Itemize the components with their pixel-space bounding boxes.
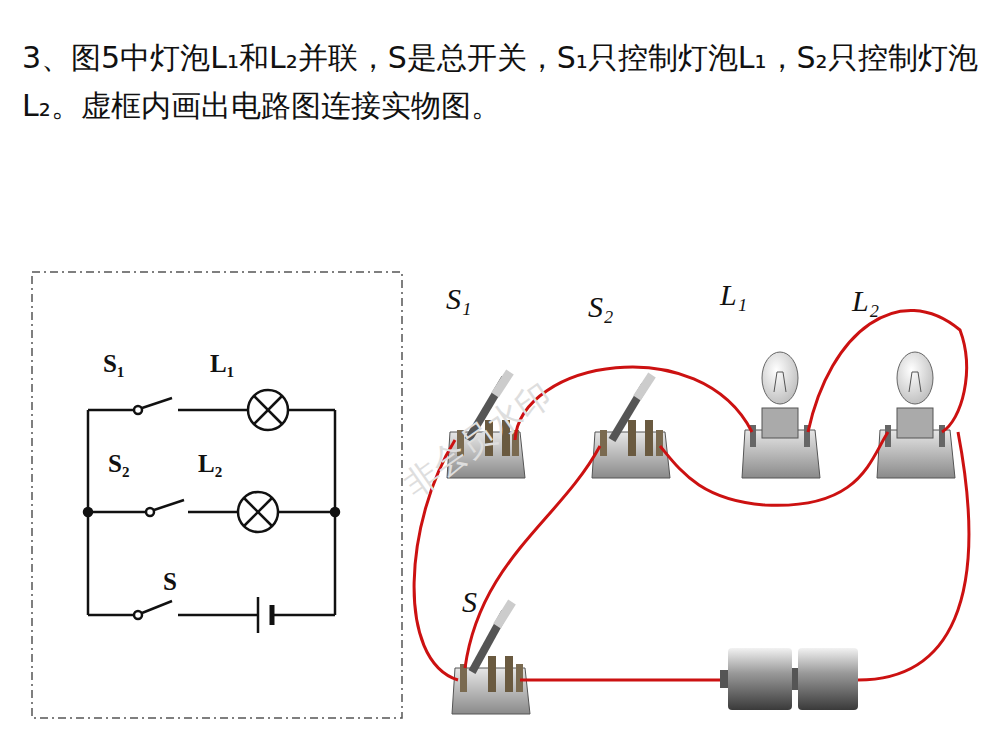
- watermark: 非会员水印: [395, 372, 561, 507]
- lamp-label: L₁: [210, 350, 234, 378]
- lamp-label: L₂: [198, 450, 222, 478]
- switch-label: S₁: [446, 282, 471, 316]
- title-box: 3、图5中灯泡L₁和L₂并联，S是总开关，S₁只控制灯泡L₁，S₂只控制灯泡L₂…: [22, 34, 982, 130]
- switch-label: S₂: [588, 290, 613, 324]
- switch-label: S: [163, 568, 177, 596]
- dashed-frame: [32, 272, 402, 718]
- switch-label: S₂: [108, 450, 129, 478]
- question-title: 3、图5中灯泡L₁和L₂并联，S是总开关，S₁只控制灯泡L₁，S₂只控制灯泡L₂…: [22, 34, 982, 130]
- battery: [720, 648, 858, 710]
- lamp-label: L₂: [852, 284, 879, 318]
- lamp-label: L₁: [720, 278, 747, 312]
- knife-switch: [592, 375, 670, 478]
- switch-label: S₁: [103, 350, 124, 378]
- switch-label: S: [462, 585, 477, 619]
- lamp-holder: [877, 352, 955, 478]
- schematic: [84, 390, 339, 633]
- lamp-holder: [742, 352, 820, 478]
- red-wire: [414, 310, 969, 680]
- knife-switch: [452, 602, 530, 714]
